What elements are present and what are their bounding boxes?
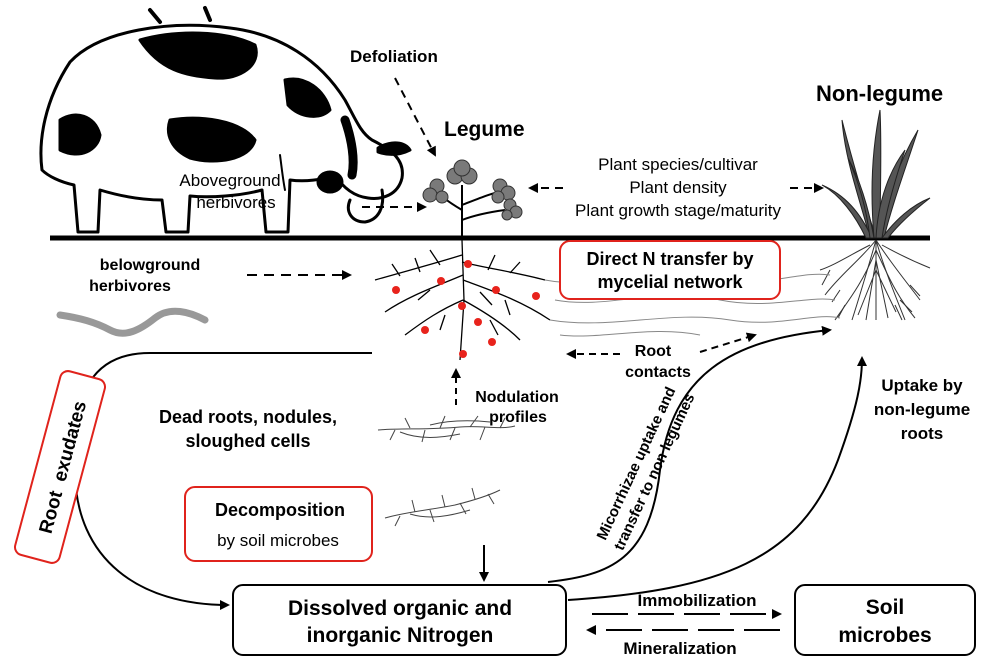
dead-roots-line1: Dead roots, nodules,: [159, 407, 337, 427]
belowground-herbivores-line1: belowground: [100, 257, 200, 274]
dead-roots-line2: sloughed cells: [185, 431, 310, 451]
decomposition-title: Decomposition: [215, 500, 345, 520]
legume-roots: [375, 240, 550, 360]
decomposing-roots-illustration: [385, 488, 500, 526]
nodulation-profiles-line2: profiles: [489, 409, 547, 426]
root-contacts-line1: Root: [635, 343, 672, 360]
mineralization-label: Mineralization: [623, 639, 736, 658]
soil-microbes-line1: Soil: [866, 596, 905, 619]
factor-species-label: Plant species/cultivar: [598, 155, 758, 174]
non-legume-label: Non-legume: [816, 81, 943, 106]
non-legume-roots: [820, 240, 930, 320]
immobilization-label: Immobilization: [638, 591, 757, 610]
clover-plant-illustration: [423, 160, 522, 238]
uptake-line1: Uptake by: [881, 376, 963, 395]
factor-density-label: Plant density: [629, 178, 727, 197]
dissolved-nitrogen-line1: Dissolved organic and: [288, 597, 512, 620]
root-nodules: [392, 260, 540, 358]
uptake-line3: roots: [901, 424, 944, 443]
nodulation-profiles-line1: Nodulation: [475, 389, 559, 406]
worm-illustration: [60, 311, 205, 333]
defoliation-label: Defoliation: [350, 47, 438, 66]
root-contacts-line2: contacts: [625, 364, 691, 381]
belowground-herbivores-line2: herbivores: [89, 278, 171, 295]
direct-n-transfer-line2: mycelial network: [597, 272, 743, 292]
aboveground-herbivores-line1: Aboveground: [179, 171, 280, 190]
uptake-line2: non-legume: [874, 400, 970, 419]
soil-microbes-line2: microbes: [838, 624, 931, 647]
grass-plant-illustration: [822, 110, 930, 238]
direct-n-transfer-line1: Direct N transfer by: [586, 249, 753, 269]
dissolved-nitrogen-line2: inorganic Nitrogen: [307, 624, 494, 647]
decomposition-subtitle: by soil microbes: [217, 531, 339, 550]
legume-label: Legume: [444, 118, 525, 141]
factor-growth-stage-label: Plant growth stage/maturity: [575, 201, 781, 220]
aboveground-herbivores-line2: herbivores: [196, 193, 275, 212]
